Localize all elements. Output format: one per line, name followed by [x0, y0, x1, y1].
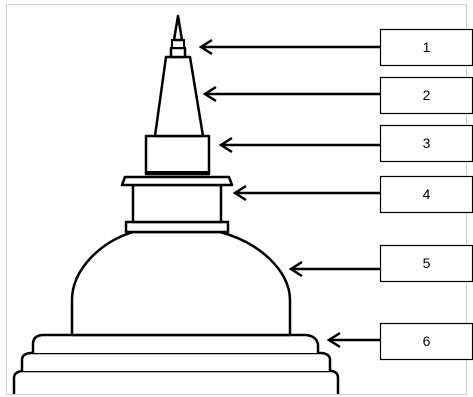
- label-4: 4: [423, 186, 431, 202]
- label-3: 3: [423, 135, 431, 151]
- arrow-2: [202, 85, 380, 103]
- label-box-1: 1: [379, 28, 473, 67]
- label-box-4: 4: [379, 175, 473, 214]
- stupa-harmika: [120, 175, 234, 234]
- label-box-3: 3: [379, 124, 473, 163]
- arrow-5: [288, 260, 380, 278]
- label-box-6: 6: [379, 322, 473, 361]
- stupa-pinnacle: [169, 14, 187, 59]
- arrow-4: [232, 184, 380, 202]
- label-box-5: 5: [379, 244, 473, 283]
- stupa-spire: [153, 55, 205, 138]
- label-2: 2: [423, 87, 431, 103]
- label-5: 5: [423, 255, 431, 271]
- stupa-base: [12, 333, 340, 394]
- arrow-3: [218, 136, 380, 154]
- label-1: 1: [423, 39, 431, 55]
- label-6: 6: [423, 333, 431, 349]
- stupa-dome: [70, 230, 292, 337]
- stupa-upper-box: [144, 134, 211, 176]
- label-box-2: 2: [379, 76, 473, 115]
- arrow-1: [198, 38, 380, 56]
- arrow-6: [326, 331, 380, 349]
